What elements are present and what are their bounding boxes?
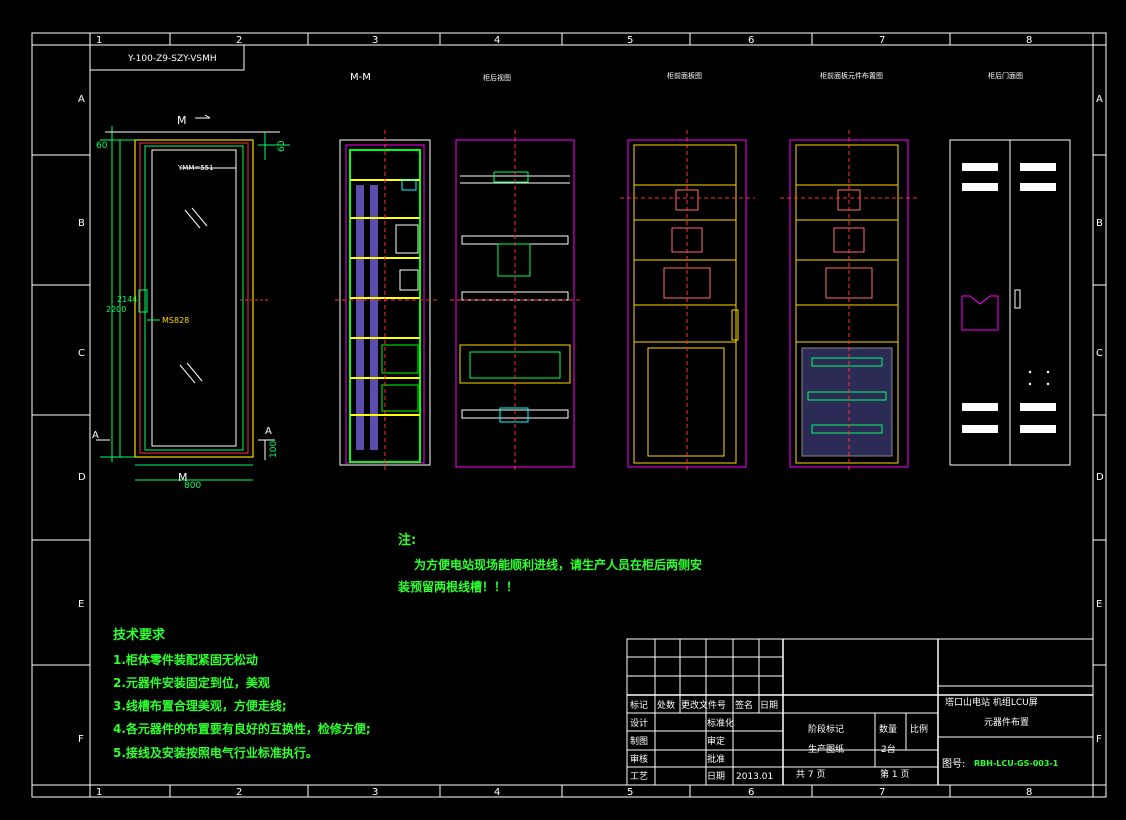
col-number: 4 <box>494 35 500 46</box>
tech-item: 3.线槽布置合理美观，方便走线; <box>113 698 287 713</box>
tb-sheet-name: 元器件布置 <box>984 716 1029 728</box>
tb-hdr-date: 日期 <box>760 700 778 711</box>
col-number: 7 <box>879 787 885 798</box>
dim-2144: 2144 <box>117 295 137 304</box>
row-letter: E <box>78 599 84 610</box>
row-letter: B <box>1096 218 1103 229</box>
col-number: 3 <box>372 787 378 798</box>
tb-hdr-mark: 标记 <box>630 699 648 711</box>
col-number: 6 <box>748 35 754 46</box>
tb-stage: 生产图纸 <box>808 743 844 755</box>
note-title: 注: <box>398 532 416 548</box>
front-layout-view <box>780 130 918 470</box>
tech-title: 技术要求 <box>113 627 166 643</box>
col-number: 7 <box>879 35 885 46</box>
section-marker-bottom: M <box>178 471 188 484</box>
view-title-back: 柜后视图 <box>483 73 511 82</box>
dim-800: 800 <box>184 481 201 491</box>
tb-review: 审定 <box>707 735 725 747</box>
cut-marker-right: A <box>265 426 272 437</box>
tb-date-label: 日期 <box>707 771 725 782</box>
tb-process: 工艺 <box>630 771 648 782</box>
dim-60-right: 60 <box>277 140 287 152</box>
code-box <box>89 44 245 71</box>
section-mm-view <box>335 130 440 470</box>
dim-60-left: 60 <box>96 141 108 151</box>
col-number: 5 <box>627 35 633 46</box>
row-letter: C <box>78 348 85 359</box>
front-panel-view <box>620 130 755 470</box>
tb-qty-label: 数量 <box>879 723 897 735</box>
code-box-text: Y-100-Z9-SZY-VSMH <box>127 54 217 64</box>
row-letter: F <box>78 734 84 745</box>
tb-scale-label: 比例 <box>910 723 928 735</box>
rear-door-view <box>949 139 1071 466</box>
section-marker-top: M <box>177 114 187 127</box>
tech-item: 1.柜体零件装配紧固无松动 <box>113 652 258 667</box>
dim-100: 100 <box>269 441 279 458</box>
view-title-front-layout: 柜前面板元件布置图 <box>820 71 883 80</box>
view-title-front: 柜前面板图 <box>667 71 702 80</box>
col-number: 5 <box>627 787 633 798</box>
tb-approve: 批准 <box>707 753 725 765</box>
col-number: 1 <box>96 35 102 46</box>
tb-drawing-no: RBH-LCU-GS-003-1 <box>974 759 1059 768</box>
window-dim: YMM=551 <box>177 164 214 172</box>
view-title-rear-door: 柜后门面图 <box>988 71 1023 80</box>
cut-marker-left: A <box>92 430 99 441</box>
row-letter: B <box>78 218 85 229</box>
tech-item: 2.元器件安装固定到位，美观 <box>113 675 270 690</box>
tb-hdr-count: 处数 <box>657 699 675 711</box>
tech-item: 4.各元器件的布置要有良好的互换性，检修方便; <box>113 721 371 736</box>
note-line2: 装预留两根线槽！！！ <box>397 579 518 594</box>
tech-item: 5.接线及安装按照电气行业标准执行。 <box>113 745 318 760</box>
ms-label: MS828 <box>162 316 189 325</box>
tb-qty: 2台 <box>881 743 896 755</box>
tb-page-no: 第 1 页 <box>880 768 909 780</box>
col-number: 6 <box>748 787 754 798</box>
row-letter: E <box>1096 599 1102 610</box>
tb-hdr-sign: 签名 <box>735 699 753 711</box>
tb-hdr-file: 更改文件号 <box>681 699 726 711</box>
tb-drawing-no-label: 图号: <box>942 758 965 770</box>
view-title-mm: M-M <box>350 72 371 83</box>
inner-frame <box>89 44 1094 786</box>
dim-2200: 2200 <box>106 305 126 314</box>
col-number: 4 <box>494 787 500 798</box>
tb-stage-label: 阶段标记 <box>808 723 844 735</box>
col-number: 2 <box>236 35 242 46</box>
cabinet-front-view <box>96 114 290 481</box>
row-letter: F <box>1096 734 1102 745</box>
title-block-grid <box>626 638 1094 786</box>
col-number: 3 <box>372 35 378 46</box>
row-letter: A <box>1096 94 1103 105</box>
note-line1: 为方便电站现场能顺利进线，请生产人员在柜后两侧安 <box>414 557 702 572</box>
tb-project: 塔口山电站 机组LCU屏 <box>945 696 1038 708</box>
back-view <box>450 130 580 470</box>
row-letter: A <box>78 94 85 105</box>
row-letter: C <box>1096 348 1103 359</box>
tb-std: 标准化 <box>707 717 734 729</box>
col-number: 8 <box>1026 787 1032 798</box>
tb-check: 审核 <box>630 753 648 765</box>
col-number: 8 <box>1026 35 1032 46</box>
col-number: 2 <box>236 787 242 798</box>
tb-total-pages: 共 7 页 <box>796 769 825 780</box>
tb-draw: 制图 <box>630 735 648 747</box>
tb-date: 2013.01 <box>736 772 773 782</box>
zone-ticks <box>32 33 1106 797</box>
row-letter: D <box>1096 472 1104 483</box>
tb-design: 设计 <box>630 717 648 729</box>
col-number: 1 <box>96 787 102 798</box>
row-letter: D <box>78 472 86 483</box>
